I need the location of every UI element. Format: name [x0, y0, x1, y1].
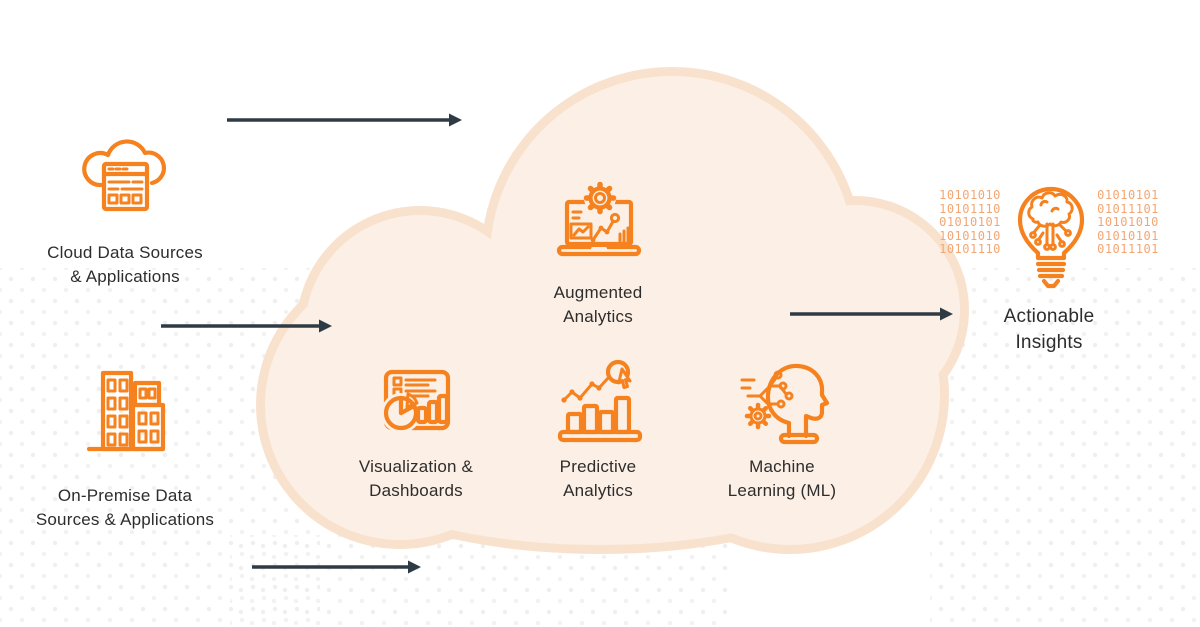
on-premise-sources-label: On-Premise Data Sources & Applications	[35, 486, 215, 529]
binary-code-left: 10101010 10101110 01010101 10101010 1010…	[939, 188, 1001, 256]
cloud-applications-icon	[77, 127, 173, 223]
head-circuit-gear-icon	[736, 350, 832, 446]
lightbulb-brain-circuit-icon	[1007, 175, 1095, 293]
visualization-dashboards-label: Visualization & Dashboards	[358, 457, 474, 500]
arrow-on-premise-to-platform	[252, 560, 421, 574]
dashboard-pie-bars-icon	[368, 356, 464, 452]
arrow-platform-to-insights	[790, 307, 953, 321]
arrow-left-mid-to-platform	[161, 319, 332, 333]
augmented-analytics-label: Augmented Analytics	[553, 283, 643, 326]
office-buildings-icon	[77, 365, 173, 461]
arrow-cloud-sources-to-platform	[227, 113, 462, 127]
machine-learning-label: Machine Learning (ML)	[727, 457, 837, 500]
predictive-analytics-label: Predictive Analytics	[559, 457, 637, 500]
binary-code-right: 01010101 01011101 10101010 01010101 0101…	[1097, 188, 1159, 256]
laptop-gear-chart-icon	[551, 176, 647, 272]
cloud-data-sources-label: Cloud Data Sources & Applications	[47, 243, 203, 286]
actionable-insights-label: Actionable Insights	[1003, 306, 1095, 353]
trend-bars-cursor-icon	[552, 356, 648, 452]
dot-pattern-right	[930, 268, 1200, 627]
